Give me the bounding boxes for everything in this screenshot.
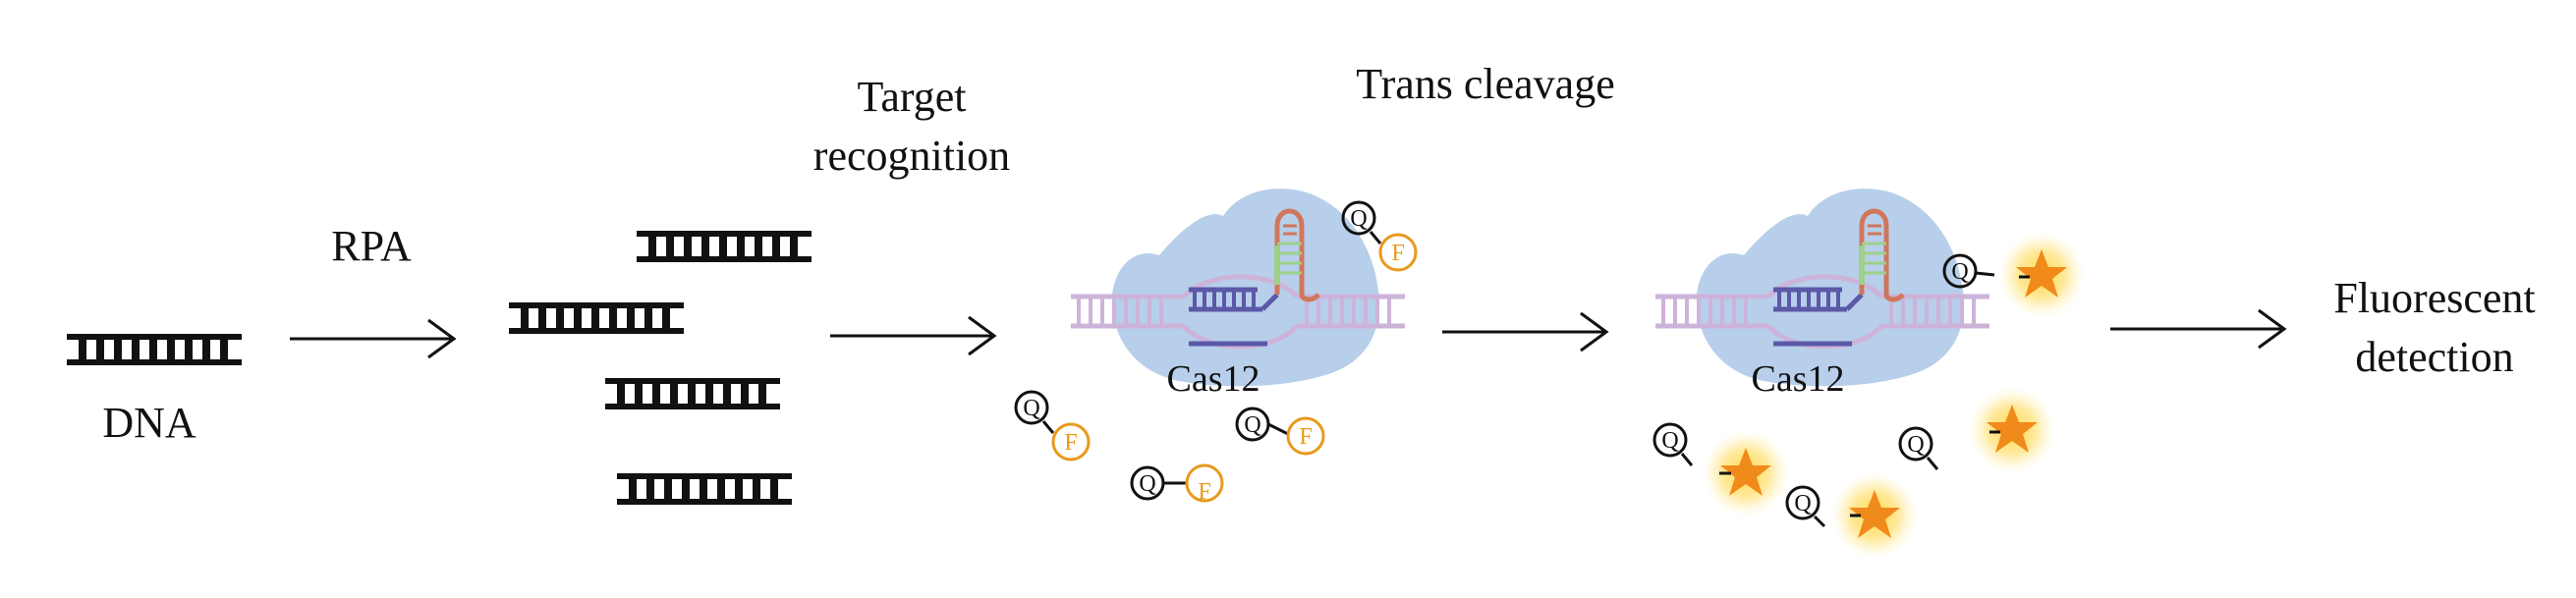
dna-ladder-icon xyxy=(67,334,242,365)
fluorescent-label-line2: detection xyxy=(2355,333,2513,381)
svg-text:Q: Q xyxy=(1350,206,1367,232)
target-recognition-label-line1: Target xyxy=(858,73,967,121)
svg-text:Q: Q xyxy=(1951,259,1968,285)
dna-label: DNA xyxy=(102,399,196,447)
reporter-intact-icon xyxy=(1014,200,1418,503)
cleaved-quencher-letters: Q Q Q Q xyxy=(1661,259,1968,516)
cas12-label-b: Cas12 xyxy=(1752,358,1845,400)
arrow-trans-cleavage-icon xyxy=(1442,311,1609,353)
trans-cleavage-label: Trans cleavage xyxy=(1356,60,1615,108)
svg-text:F: F xyxy=(1064,430,1077,456)
reporter-letters: Q F Q F Q F Q F xyxy=(1023,206,1404,505)
svg-text:Q: Q xyxy=(1794,491,1811,516)
reporter-cleaved-icon xyxy=(1652,253,2030,528)
svg-text:Q: Q xyxy=(1139,471,1155,497)
svg-text:Q: Q xyxy=(1661,428,1678,454)
rpa-label: RPA xyxy=(331,222,412,270)
target-recognition-label-line2: recognition xyxy=(813,132,1010,180)
svg-text:F: F xyxy=(1299,424,1312,450)
svg-text:Q: Q xyxy=(1907,432,1924,458)
arrow-target-recognition-icon xyxy=(830,315,997,356)
arrow-rpa-icon xyxy=(290,318,457,359)
svg-text:F: F xyxy=(1391,241,1404,266)
svg-text:F: F xyxy=(1198,479,1210,505)
fluorescent-star-icon xyxy=(1703,232,2085,559)
svg-text:Q: Q xyxy=(1023,396,1039,421)
svg-text:Q: Q xyxy=(1244,412,1260,438)
cas12-label-a: Cas12 xyxy=(1167,358,1260,400)
fluorescent-label-line1: Fluorescent xyxy=(2333,274,2535,322)
amplified-dna-icon xyxy=(509,231,812,505)
arrow-detection-icon xyxy=(2110,308,2287,350)
cas12-complex-icon-b xyxy=(1655,189,1989,386)
